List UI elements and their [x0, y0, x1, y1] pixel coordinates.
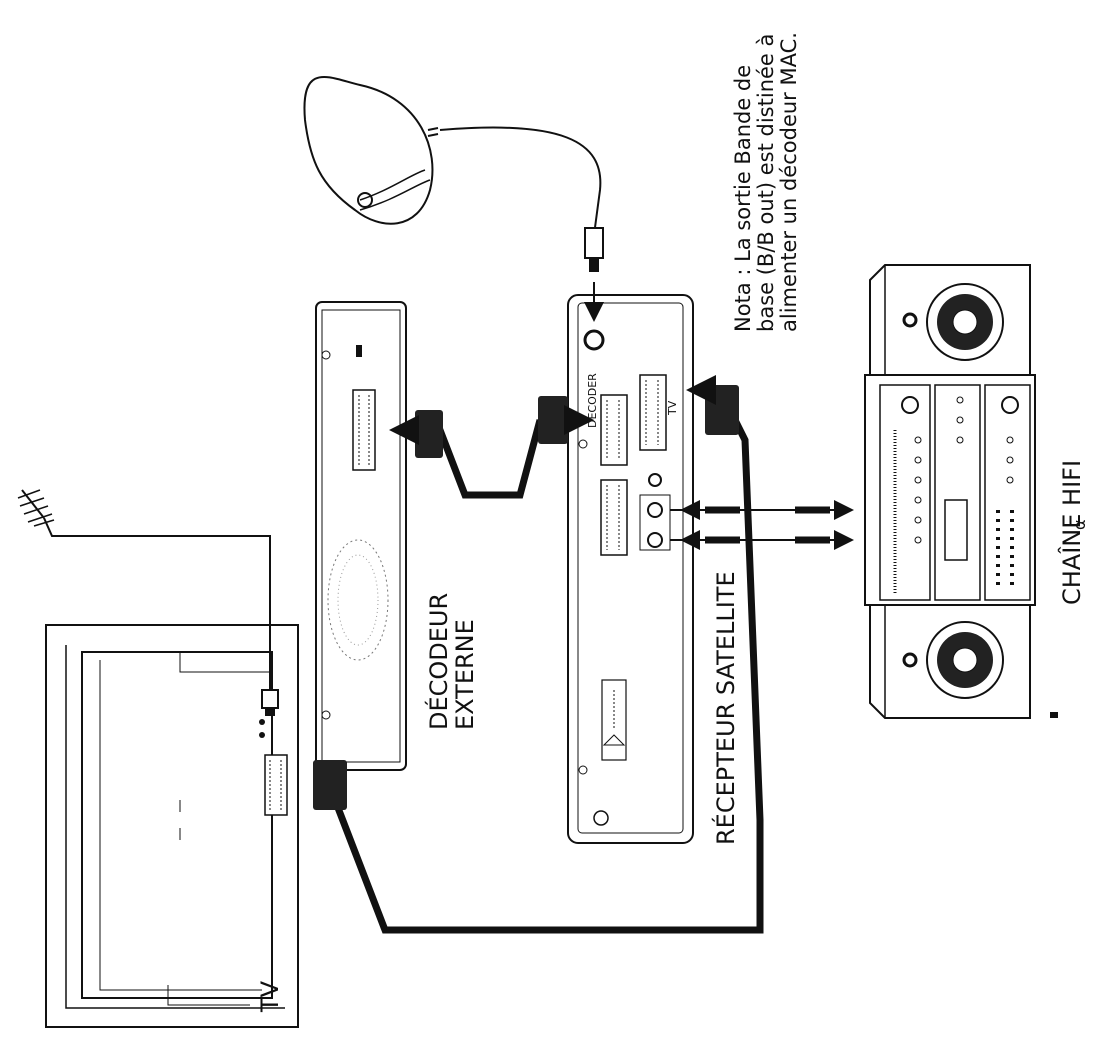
receiver-label: RÉCEPTEUR SATELLITE: [711, 571, 740, 845]
small-mark: [1050, 712, 1058, 718]
tv-set: [45, 624, 299, 1028]
note-line3: alimenter un décodeur MAC.: [777, 32, 801, 332]
satellite-receiver: [567, 294, 694, 844]
hifi-mark: α: [1070, 519, 1089, 530]
note-line1: Nota : La sortie Bande de: [731, 65, 755, 332]
scart-cable-decoder: [389, 396, 594, 499]
antenna: [17, 489, 279, 716]
hifi-system: [864, 264, 1036, 719]
decoder-label-line1: DÉCODEUR: [424, 593, 453, 730]
tv-label: TV: [256, 980, 284, 1013]
satellite-dish: [303, 75, 604, 272]
decoder-label-line2: EXTERNE: [451, 619, 479, 730]
scart-cable-tv: [313, 375, 764, 934]
hifi-label: CHAÎNE HIFI: [1057, 460, 1086, 605]
receiver-tv-port: TV: [666, 400, 679, 416]
audio-cables: [670, 500, 854, 550]
note-line2: base (B/B out) est distinée à: [754, 34, 778, 332]
external-decoder: [315, 301, 407, 771]
